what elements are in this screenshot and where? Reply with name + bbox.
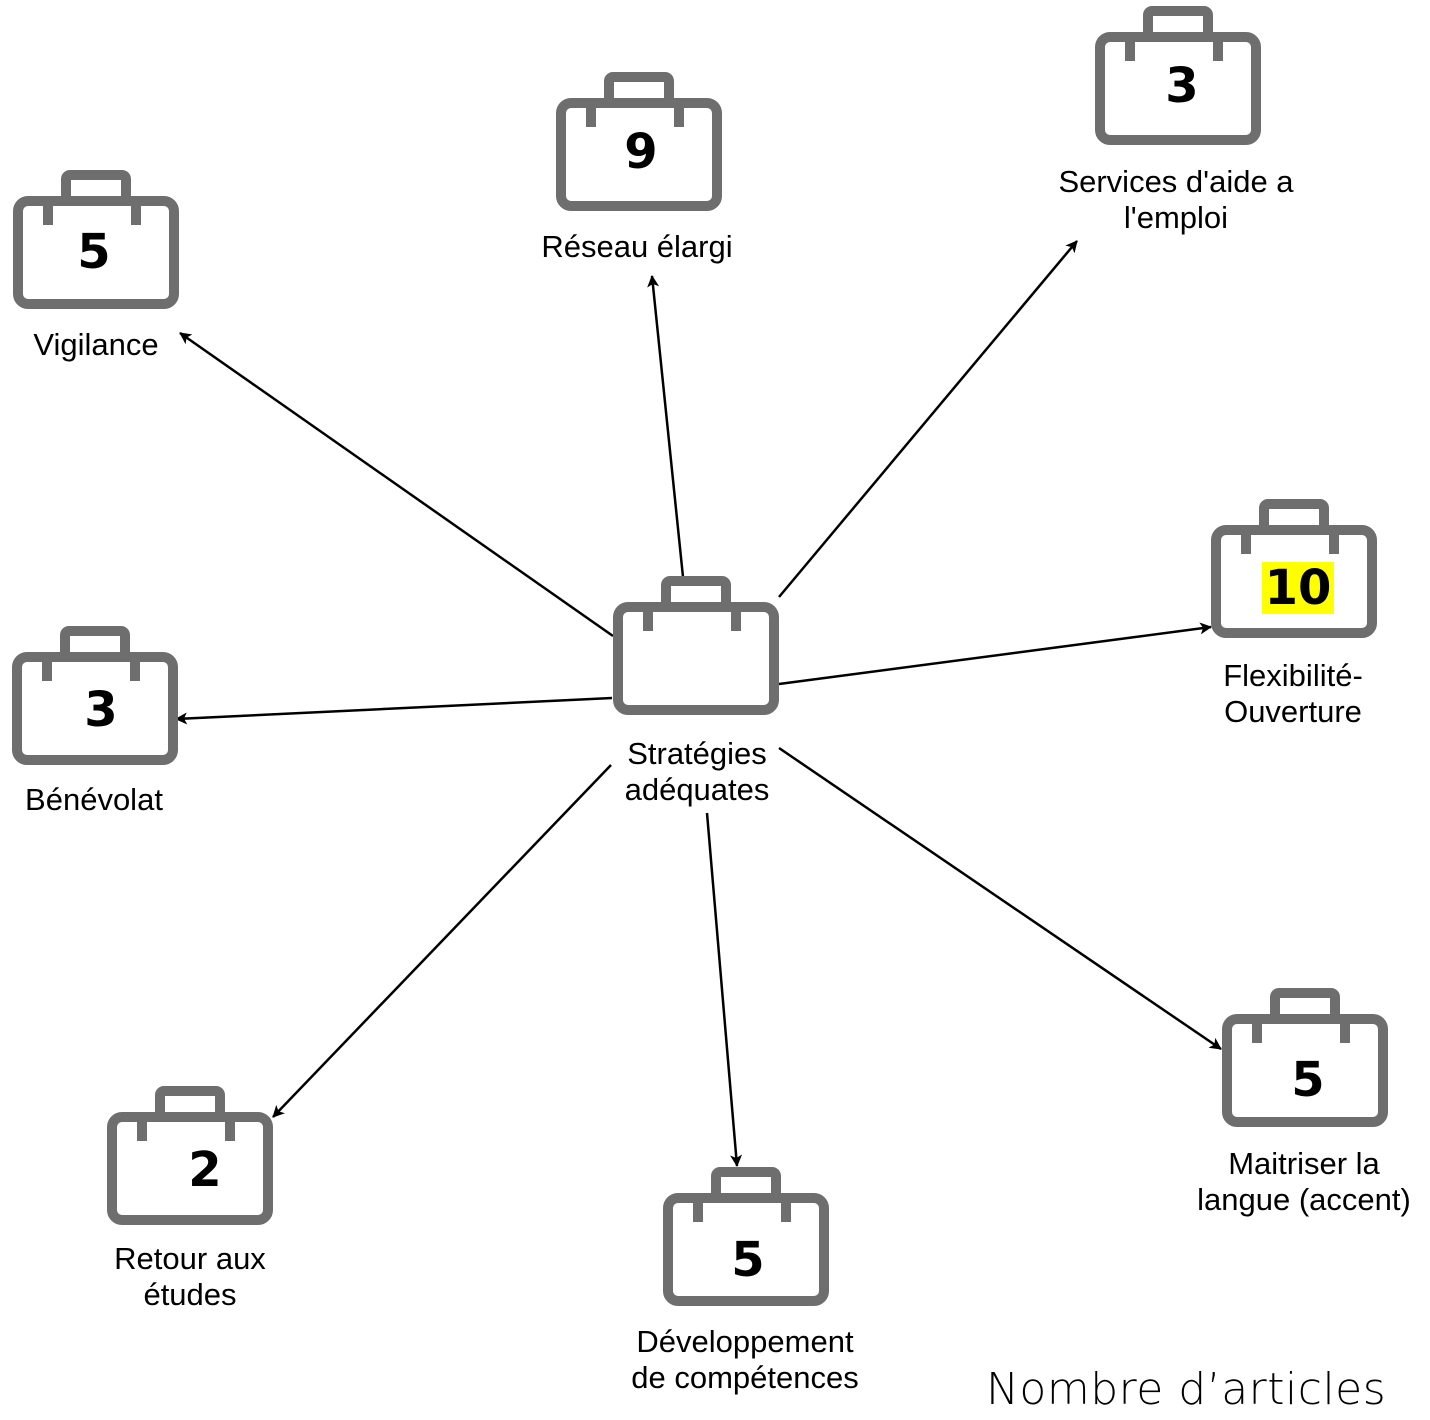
count-reseau-elargi: 9 xyxy=(624,124,658,180)
count-benevolat: 3 xyxy=(84,682,118,738)
label-developpement-competences: Développement de compétences xyxy=(631,1324,859,1395)
count-services-aide-emploi: 3 xyxy=(1165,58,1199,114)
arrow-to-vigilance xyxy=(179,331,614,638)
label-maitriser-langue: Maitriser la langue (accent) xyxy=(1197,1146,1411,1217)
label-retour-aux-etudes: Retour aux études xyxy=(114,1241,266,1312)
maitriser-langue-briefcase-icon xyxy=(1222,988,1388,1127)
count-maitriser-langue: 5 xyxy=(1291,1052,1325,1108)
retour-aux-etudes-briefcase-icon xyxy=(107,1086,273,1225)
benevolat-briefcase-icon xyxy=(12,626,178,765)
label-benevolat: Bénévolat xyxy=(25,782,163,817)
arrow-to-maitriser-langue xyxy=(778,746,1222,1051)
icons xyxy=(12,6,1388,1306)
count-vigilance: 5 xyxy=(77,224,111,280)
vigilance-briefcase-icon xyxy=(13,170,179,309)
arrow-to-reseau-elargi xyxy=(647,275,685,578)
label-reseau-elargi: Réseau élargi xyxy=(541,229,733,264)
diagram-caption: Nombre d’articles xyxy=(986,1364,1387,1415)
arrow-to-flexibilite-ouverture xyxy=(778,622,1212,686)
edges xyxy=(175,240,1222,1167)
count-flexibilite-ouverture: 10 xyxy=(1262,562,1334,614)
arrow-to-developpement-competences xyxy=(705,812,743,1167)
label-services-aide-emploi: Services d'aide a l'emploi xyxy=(1058,164,1294,235)
center-label: Stratégies adéquates xyxy=(624,736,770,807)
services-aide-emploi-briefcase-icon xyxy=(1095,6,1261,145)
developpement-competences-briefcase-icon xyxy=(663,1167,829,1306)
label-vigilance: Vigilance xyxy=(33,327,159,362)
arrow-to-retour-aux-etudes xyxy=(272,764,612,1118)
arrow-to-services-aide-emploi xyxy=(778,240,1078,598)
count-retour-aux-etudes: 2 xyxy=(188,1142,222,1198)
center-briefcase-icon xyxy=(613,576,779,715)
count-developpement-competences: 5 xyxy=(731,1232,765,1288)
arrow-to-benevolat xyxy=(175,696,613,725)
label-flexibilite-ouverture: Flexibilité- Ouverture xyxy=(1223,658,1363,729)
reseau-elargi-briefcase-icon xyxy=(556,72,722,211)
